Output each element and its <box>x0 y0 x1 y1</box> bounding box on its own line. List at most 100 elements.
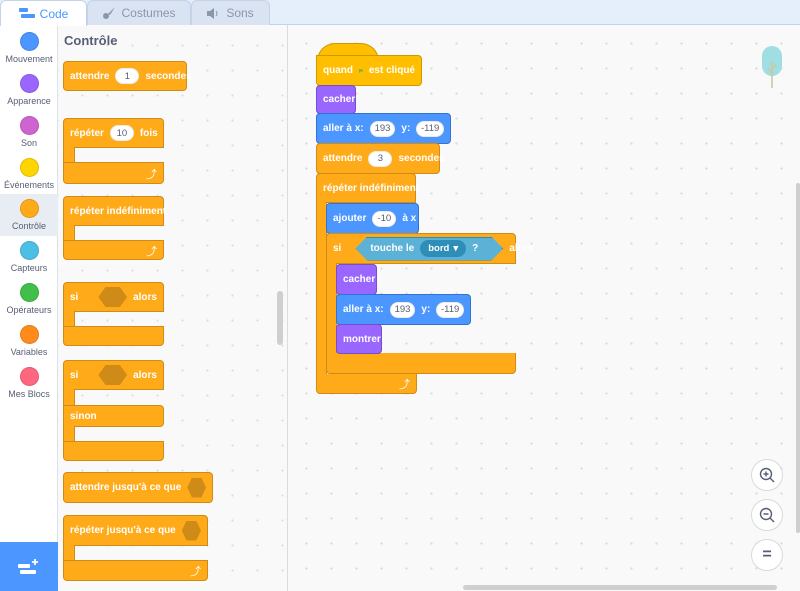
category-label: Contrôle <box>11 221 47 231</box>
change-x-input[interactable]: -10 <box>372 210 397 227</box>
loop-arrow-icon: ⤴ <box>146 246 157 258</box>
palette-block-wait-until[interactable]: attendre jusqu'à ce que <box>63 472 213 503</box>
category-capteurs[interactable]: Capteurs <box>0 236 58 278</box>
tab-sons[interactable]: Sons <box>191 0 270 25</box>
category-label: Variables <box>10 347 48 357</box>
palette-scrollbar[interactable] <box>277 291 283 345</box>
tab-sons-label: Sons <box>226 6 254 20</box>
block-text: alors <box>509 243 534 254</box>
block-text: sinon <box>70 410 97 422</box>
hide-block[interactable]: cacher <box>316 85 356 114</box>
palette-block-if-else[interactable]: si alors <box>63 360 164 390</box>
condition-slot[interactable] <box>181 520 201 541</box>
sprite-tree-icon <box>762 46 782 88</box>
tab-code[interactable]: Code <box>0 0 87 26</box>
category-son[interactable]: Son <box>0 111 58 153</box>
category-dot-icon <box>19 241 39 260</box>
dropdown-arrow-icon: ▾ <box>453 243 459 254</box>
y-input[interactable]: -119 <box>416 120 444 137</box>
category-label: Capteurs <box>10 263 48 273</box>
y-input[interactable]: -119 <box>436 301 464 318</box>
block-text: y: <box>421 304 431 315</box>
goto-xy-block[interactable]: aller à x: 193 y: -119 <box>316 113 451 144</box>
block-text: aller à x: <box>323 123 364 134</box>
change-x-block[interactable]: ajouter -10 à x <box>326 203 419 234</box>
category-operateurs[interactable]: Opérateurs <box>0 278 58 320</box>
block-text: répéter indéfiniment <box>323 182 420 194</box>
block-text: attendre jusqu'à ce que <box>70 482 182 493</box>
condition-slot[interactable] <box>98 287 128 307</box>
tab-costumes[interactable]: Costumes <box>87 0 191 25</box>
show-block[interactable]: montrer <box>336 324 382 354</box>
goto-xy-block-inner[interactable]: aller à x: 193 y: -119 <box>336 294 471 325</box>
block-text: ? <box>472 243 479 254</box>
block-text: attendre <box>323 153 363 164</box>
palette-block-repeat[interactable]: répéter 10 fois <box>63 118 164 148</box>
category-label: Événements <box>3 180 55 190</box>
tab-costumes-label: Costumes <box>121 6 176 20</box>
script-horizontal-scrollbar[interactable] <box>463 585 777 590</box>
c-block-foot: ⤴ <box>63 560 208 581</box>
loop-arrow-icon: ⤴ <box>399 379 410 391</box>
block-text: si <box>70 369 79 381</box>
category-label: Son <box>20 138 37 148</box>
category-controle[interactable]: Contrôle <box>0 194 58 236</box>
palette-block-repeat-until[interactable]: répéter jusqu'à ce que <box>63 515 208 546</box>
zoom-reset-icon: = <box>762 546 772 563</box>
category-label: Mes Blocs <box>8 389 50 399</box>
palette-block-forever[interactable]: répéter indéfiniment <box>63 196 167 226</box>
script-vertical-scrollbar[interactable] <box>796 183 800 533</box>
category-dot-icon <box>19 199 39 218</box>
c-block-foot <box>63 441 164 461</box>
palette-block-if[interactable]: si alors <box>63 282 164 312</box>
zoom-out-button[interactable] <box>751 499 783 531</box>
c-block-arm <box>63 225 75 241</box>
zoom-reset-button[interactable]: = <box>751 539 783 571</box>
x-input[interactable]: 193 <box>369 120 396 137</box>
category-mouvement[interactable]: Mouvement <box>0 27 58 69</box>
loop-arrow-icon: ⤴ <box>190 566 201 578</box>
block-text: répéter <box>70 127 104 139</box>
category-apparence[interactable]: Apparence <box>0 69 58 111</box>
category-dot-icon <box>19 283 39 302</box>
category-mes-blocs[interactable]: Mes Blocs <box>0 362 58 404</box>
if-then-block[interactable]: si touche le bord▾ ? alors <box>326 233 533 264</box>
c-block-foot <box>63 326 164 346</box>
when-flag-clicked-block[interactable]: quand est cliqué <box>316 55 422 86</box>
zoom-in-icon <box>759 467 775 483</box>
palette-block-wait[interactable]: attendre 1 secondes <box>63 61 192 91</box>
zoom-out-icon <box>759 507 775 523</box>
c-block-foot: ⤴ <box>63 240 164 260</box>
condition-slot[interactable] <box>98 365 128 385</box>
wait-seconds-input[interactable]: 3 <box>368 150 393 167</box>
c-block-arm <box>63 426 75 442</box>
block-text: à x <box>402 213 417 224</box>
repeat-count-input[interactable]: 10 <box>109 125 134 141</box>
block-text: répéter indéfiniment <box>70 205 167 217</box>
green-flag-icon <box>359 68 363 73</box>
add-extension-button[interactable] <box>0 542 58 591</box>
touching-object-dropdown[interactable]: bord▾ <box>420 240 467 257</box>
category-variables[interactable]: Variables <box>0 320 58 362</box>
zoom-in-button[interactable] <box>751 459 783 491</box>
loop-arrow-icon: ⤴ <box>146 169 157 181</box>
category-dot-icon <box>19 32 39 51</box>
block-text: fois <box>139 127 158 139</box>
wait-seconds-block[interactable]: attendre 3 secondes <box>316 143 445 174</box>
block-text: y: <box>401 123 411 134</box>
block-text: répéter jusqu'à ce que <box>70 525 176 536</box>
block-text: cacher <box>343 274 376 285</box>
touching-condition[interactable]: touche le bord▾ ? <box>355 236 504 261</box>
category-dot-icon <box>19 325 39 344</box>
category-evenements[interactable]: Événements <box>0 153 58 195</box>
tab-bar: Code Costumes Sons <box>0 0 800 26</box>
condition-slot[interactable] <box>187 477 206 498</box>
block-text: alors <box>133 369 157 381</box>
c-block-arm <box>63 147 75 163</box>
x-input[interactable]: 193 <box>389 301 416 318</box>
category-dot-icon <box>19 74 39 93</box>
forever-block[interactable]: répéter indéfiniment <box>316 173 420 203</box>
wait-seconds-input[interactable]: 1 <box>115 68 140 84</box>
hide-block-inner[interactable]: cacher <box>336 264 377 295</box>
